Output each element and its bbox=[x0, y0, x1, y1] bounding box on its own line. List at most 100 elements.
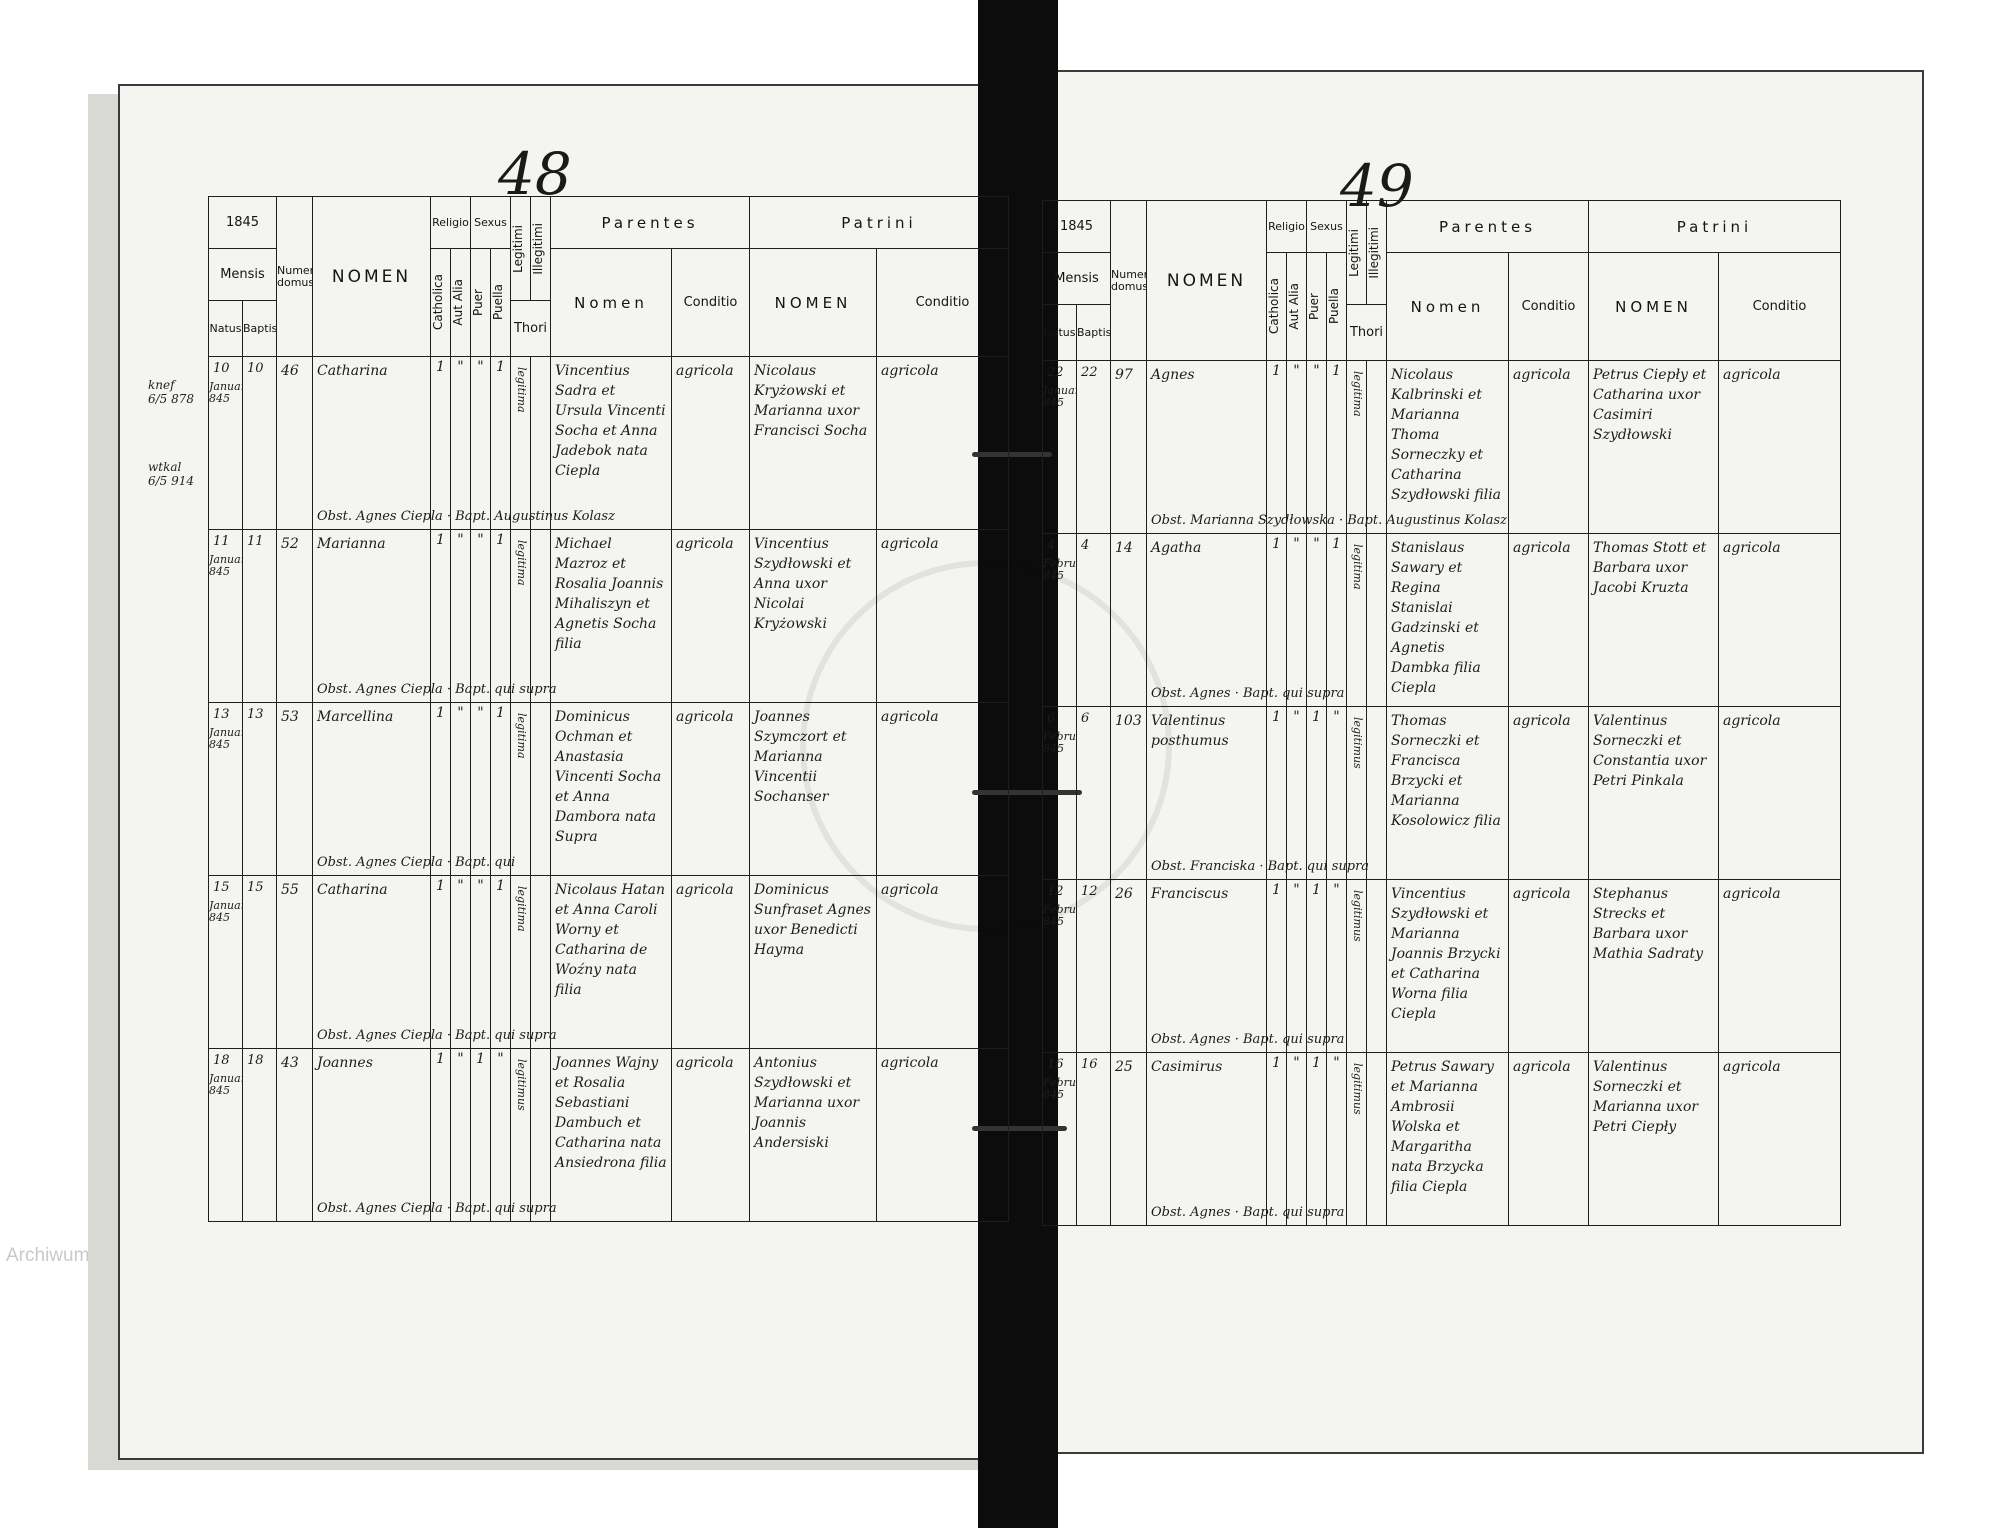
natus-text: 16 bbox=[1047, 1057, 1064, 1072]
numerus-domus-header: Numerus domus bbox=[277, 263, 313, 289]
baptisatus-cell: 13 bbox=[242, 702, 277, 876]
mensis-text: Januari 845 bbox=[1043, 384, 1076, 409]
parentes-conditio-cell: agricola bbox=[1508, 706, 1589, 880]
puer-text: " bbox=[1313, 363, 1320, 379]
aut-alia-cell: " bbox=[450, 702, 471, 876]
patrini-conditio-cell: agricola bbox=[1718, 1052, 1841, 1226]
puer-text: " bbox=[477, 359, 484, 375]
baptisatus-text: 16 bbox=[1081, 1057, 1098, 1072]
year-header: 1845 bbox=[1042, 200, 1111, 253]
legitimi-text: legitima bbox=[515, 886, 528, 932]
natus-cell: 10Januari 845 bbox=[208, 356, 243, 530]
patrini-conditio-text: agricola bbox=[1723, 367, 1781, 383]
legitimi-cell: legitimus bbox=[510, 1048, 531, 1222]
parentes-conditio-text: agricola bbox=[676, 709, 734, 725]
parentes-conditio-header: Conditio bbox=[1508, 252, 1589, 361]
parentes-conditio-cell: agricola bbox=[671, 702, 750, 876]
catholica-text: 1 bbox=[436, 1051, 445, 1067]
domus-cell: 14 bbox=[1110, 533, 1147, 707]
parentes-cell: Dominicus Ochman et Anastasia Vincenti S… bbox=[550, 702, 672, 876]
puer-cell: " bbox=[1306, 360, 1327, 534]
puella-text: " bbox=[1333, 882, 1340, 898]
patrini-text: Stephanus Strecks et Barbara uxor Mathia… bbox=[1593, 886, 1704, 962]
puella-text: 1 bbox=[496, 359, 505, 375]
puella-header: Puella bbox=[491, 284, 506, 321]
natus-cell: 11Januari 845 bbox=[208, 529, 243, 703]
catholica-text: 1 bbox=[1272, 363, 1281, 379]
catholica-cell: 1 bbox=[1266, 533, 1287, 707]
patrini-text: Valentinus Sorneczki et Constantia uxor … bbox=[1593, 713, 1707, 789]
domus-cell: 53 bbox=[276, 702, 313, 876]
catholica-text: 1 bbox=[436, 532, 445, 548]
patrini-cell: Antonius Szydłowski et Marianna uxor Joa… bbox=[749, 1048, 877, 1222]
nomen-text: Marianna bbox=[317, 536, 386, 552]
parentes-conditio-text: agricola bbox=[1513, 886, 1571, 902]
catholica-cell: 1 bbox=[1266, 879, 1287, 1053]
thori-header: Thori bbox=[1346, 304, 1387, 361]
domus-text: 14 bbox=[1115, 540, 1133, 556]
baptisatus-header: Baptisatus bbox=[242, 300, 277, 357]
puer-cell: 1 bbox=[1306, 706, 1327, 880]
parentes-text: Nicolaus Kalbrinski et Marianna Thoma So… bbox=[1391, 367, 1502, 503]
domus-cell: 97 bbox=[1110, 360, 1147, 534]
patrini-header: Patrini bbox=[1588, 200, 1841, 253]
legitimi-cell: legitima bbox=[510, 702, 531, 876]
religio-header: Religio bbox=[1266, 200, 1307, 253]
parentes-text: Michael Mazroz et Rosalia Joannis Mihali… bbox=[555, 536, 664, 652]
mensis-header: Mensis bbox=[208, 248, 277, 301]
mensis-text: Januari 845 bbox=[209, 1072, 242, 1097]
patrini-text: Valentinus Sorneczki et Marianna uxor Pe… bbox=[1593, 1059, 1699, 1135]
domus-text: 103 bbox=[1115, 713, 1142, 729]
baptisatus-cell: 11 bbox=[242, 529, 277, 703]
baptisatus-text: 4 bbox=[1081, 538, 1090, 553]
puer-cell: " bbox=[470, 356, 491, 530]
legitimi-cell: legitimus bbox=[1346, 1052, 1367, 1226]
patrini-header: Patrini bbox=[749, 196, 1009, 249]
aut-alia-cell: " bbox=[1286, 1052, 1307, 1226]
nomen-text: Catharina bbox=[317, 363, 388, 379]
parentes-cell: Michael Mazroz et Rosalia Joannis Mihali… bbox=[550, 529, 672, 703]
puer-cell: " bbox=[470, 529, 491, 703]
catholica-text: 1 bbox=[436, 705, 445, 721]
aut-alia-cell: " bbox=[1286, 879, 1307, 1053]
patrini-cell: Nicolaus Kryżowski et Marianna uxor Fran… bbox=[749, 356, 877, 530]
register-table-left: 1845 Numerus domus NOMEN Religio Sexus L… bbox=[208, 196, 1009, 1222]
illegitimi-cell bbox=[530, 702, 551, 876]
legitimi-text: legitimus bbox=[1351, 890, 1364, 942]
aut-alia-cell: " bbox=[1286, 360, 1307, 534]
parentes-text: Dominicus Ochman et Anastasia Vincenti S… bbox=[555, 709, 662, 845]
aut-alia-text: " bbox=[1293, 882, 1300, 898]
puer-text: " bbox=[1313, 536, 1320, 552]
catholica-text: 1 bbox=[436, 878, 445, 894]
nomen-text: Franciscus bbox=[1151, 886, 1229, 902]
illegitimi-cell bbox=[1366, 1052, 1387, 1226]
nomen-text: Catharina bbox=[317, 882, 388, 898]
natus-cell: 13Januari 845 bbox=[208, 702, 243, 876]
puer-text: " bbox=[477, 878, 484, 894]
patrini-conditio-header: Conditio bbox=[876, 248, 1009, 357]
legitimi-text: legitima bbox=[515, 367, 528, 413]
patrini-conditio-cell: agricola bbox=[1718, 533, 1841, 707]
illegitimi-cell bbox=[530, 356, 551, 530]
domus-cell: 55 bbox=[276, 875, 313, 1049]
aut-alia-text: " bbox=[457, 359, 464, 375]
legitimi-text: legitima bbox=[1351, 544, 1364, 590]
parentes-conditio-text: agricola bbox=[676, 1055, 734, 1071]
mensis-text: Februar 845 bbox=[1043, 730, 1076, 755]
illegitimi-cell bbox=[1366, 879, 1387, 1053]
nomen-text: Joannes bbox=[317, 1055, 373, 1071]
puer-text: 1 bbox=[1312, 882, 1321, 898]
baptisatus-text: 13 bbox=[247, 707, 264, 722]
patrini-nomen-header: NOMEN bbox=[1588, 252, 1719, 361]
legitimi-text: legitimus bbox=[515, 1059, 528, 1111]
catholica-cell: 1 bbox=[1266, 1052, 1287, 1226]
catholica-cell: 1 bbox=[430, 529, 451, 703]
patrini-conditio-cell: agricola bbox=[876, 702, 1009, 876]
patrini-conditio-text: agricola bbox=[1723, 886, 1781, 902]
puella-text: " bbox=[497, 1051, 504, 1067]
parentes-conditio-cell: agricola bbox=[1508, 533, 1589, 707]
